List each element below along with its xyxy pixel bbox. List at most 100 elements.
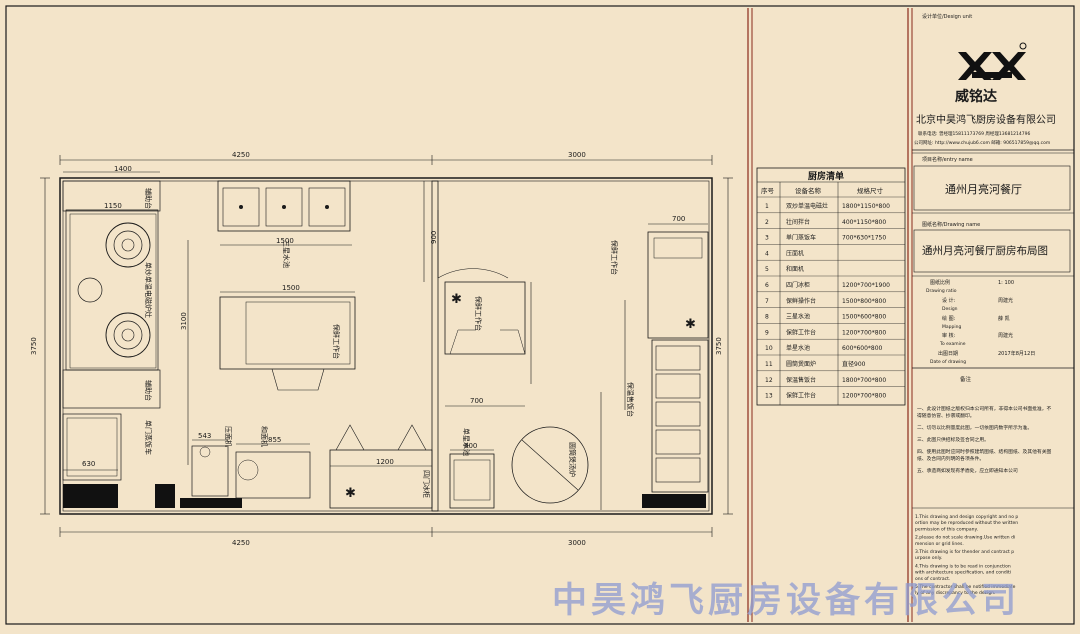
note-cn: 四、使用此图时应同时参照建筑图纸、结构图纸、及其他有关图 (917, 448, 1052, 455)
center-work-table (219, 296, 356, 370)
svg-text:1200: 1200 (376, 458, 394, 466)
floor-plan: ✱ ✱ ✱ (40, 155, 733, 537)
note-cn: 纸、及合同内列明的各项条件。 (917, 455, 984, 462)
fridge-table (444, 281, 526, 355)
svg-text:✱: ✱ (451, 292, 462, 307)
note-en: urpose only. (915, 555, 942, 561)
schedule-cell: 700*630*1750 (842, 235, 886, 242)
schedule-cell: 1200*700*800 (842, 329, 886, 336)
label-press: 压面机 (224, 426, 233, 447)
logo-text: 威铭达 (955, 88, 997, 105)
note-en: 2.please do not scale drawing.Use writte… (915, 535, 1015, 541)
note-cn: 得随意仿冒、抄袭或翻印。 (917, 412, 975, 419)
wok-burner-2 (105, 312, 151, 358)
svg-text:900: 900 (430, 231, 438, 244)
schedule-cell: 1800*1150*800 (842, 203, 890, 210)
svg-text:543: 543 (198, 432, 211, 440)
warm-table (651, 339, 709, 493)
svg-text:图纸比例: 图纸比例 (930, 279, 950, 286)
side-bench-bottom (62, 369, 161, 409)
steamer (62, 413, 122, 481)
note-cn: 三、此图只供招标及签合同之用。 (917, 436, 989, 443)
svg-text:设备名称: 设备名称 (795, 186, 822, 195)
note-en: 5.The contractor shall be notified immed… (915, 584, 1016, 590)
svg-text:出图日期: 出图日期 (938, 350, 958, 357)
schedule-cell: 保鲜工作台 (786, 392, 816, 400)
note-en: ortion may be reproduced without the wri… (915, 520, 1018, 526)
note-en: 4.This drawing is to be read in conjunct… (915, 563, 1011, 569)
svg-text:1500: 1500 (276, 237, 294, 245)
schedule-cell: 四门冰柜 (786, 281, 810, 289)
schedule-cell: 圆筒煲面炉 (786, 360, 816, 368)
schedule-cell: 单星水池 (786, 344, 810, 352)
svg-text:✱: ✱ (685, 317, 696, 332)
svg-text:600: 600 (464, 442, 477, 450)
triple-sink (217, 180, 351, 232)
label-steamer: 单门蒸饭车 (144, 420, 153, 455)
label-side-bench-bottom: 辅助台 (144, 380, 153, 401)
label-fridge-table: 保鲜工作台 (474, 296, 483, 331)
dim-top-left: 4250 (232, 151, 250, 159)
note-en: permission of this company. (915, 526, 978, 532)
schedule-cell: 5 (765, 266, 769, 273)
small-burner (77, 277, 103, 303)
schedule-cell: 9 (765, 329, 769, 336)
svg-text:1150: 1150 (104, 202, 122, 210)
svg-text:设 计:: 设 计: (942, 297, 956, 304)
dim-bottom-right: 3000 (568, 539, 586, 547)
schedule-cell: 13 (765, 393, 773, 400)
schedule-cell: 1500*800*800 (842, 298, 886, 305)
wok-burner-1 (105, 222, 151, 268)
outer-frame (5, 5, 1075, 625)
dim-right-height: 3750 (715, 337, 723, 355)
svg-text:700: 700 (470, 397, 483, 405)
svg-text:项目名称/entry name: 项目名称/entry name (922, 156, 973, 163)
door-arc (437, 268, 509, 279)
svg-text:图纸名称/Drawing name: 图纸名称/Drawing name (922, 221, 980, 228)
schedule-cell: 1 (765, 203, 769, 210)
label-single-sink: 单星水池 (462, 428, 471, 456)
dimension-texts: 4250 3000 4250 3000 3750 3750 1400 1150 … (30, 151, 723, 547)
svg-text:Design: Design (942, 306, 958, 312)
note-en: 1.This drawing and design copyright and … (915, 514, 1018, 520)
four-door-fridge (329, 449, 433, 509)
svg-text:855: 855 (268, 436, 281, 444)
side-bench-top (62, 180, 161, 212)
label-stove: 单炒单温电磁炉灶 (144, 262, 153, 318)
schedule-title: 厨房清单 (808, 170, 844, 182)
schedule-cell: 1500*600*800 (842, 314, 886, 321)
schedule-cell: 保鲜工作台 (786, 328, 816, 336)
dough-machine (235, 451, 311, 499)
note-en: mension or grid lines. (915, 541, 964, 547)
svg-text:审 核:: 审 核: (942, 332, 956, 339)
svg-text:周建光: 周建光 (998, 332, 1013, 339)
schedule-cell: 2 (765, 219, 769, 226)
schedule-cell: 保温售饭台 (786, 376, 816, 384)
svg-text:联系电话: 曾经理15811173769 周经理136: 联系电话: 曾经理15811173769 周经理13681214796 (918, 130, 1030, 137)
note-en: with architecture specification, and con… (915, 570, 1011, 576)
note-en: 3.This drawing is for thender and contra… (915, 549, 1014, 555)
svg-text:630: 630 (82, 460, 95, 468)
svg-text:Drawing ratio: Drawing ratio (926, 288, 957, 294)
label-warm-table: 保温售饭台 (626, 382, 635, 417)
schedule-cell: 7 (765, 298, 769, 305)
label-side-bench-top: 辅助台 (144, 188, 153, 209)
design-unit-label: 设计单位/Design unit (922, 13, 972, 20)
watermark: 中昊鸿飞厨房设备有限公司 (552, 581, 1020, 621)
dim-top-right: 3000 (568, 151, 586, 159)
label-four-door: 四门冰柜 (422, 470, 431, 498)
note-cn: 二、切勿以比例量度此图，一切依图内数字所示为准。 (917, 424, 1032, 431)
schedule-cell: 1200*700*1900 (842, 282, 890, 289)
schedule-cell: 单门蒸饭车 (786, 234, 816, 242)
schedule-cell: 4 (765, 250, 769, 257)
label-work-table: 保鲜工作台 (332, 324, 341, 359)
dim-left-height: 3750 (30, 337, 38, 355)
schedule-cell: 压面机 (786, 249, 804, 257)
divider-wall (431, 180, 439, 512)
note-en: ly of any discrepancy to the design. (915, 590, 995, 596)
single-sink (449, 453, 495, 509)
svg-text:公司网址: http://www.chujub6.com: 公司网址: http://www.chujub6.com 邮箱: 9065178… (914, 139, 1050, 146)
schedule-cell: 壮间拌台 (786, 218, 810, 226)
schedule-cell: 1200*700*800 (842, 393, 886, 400)
